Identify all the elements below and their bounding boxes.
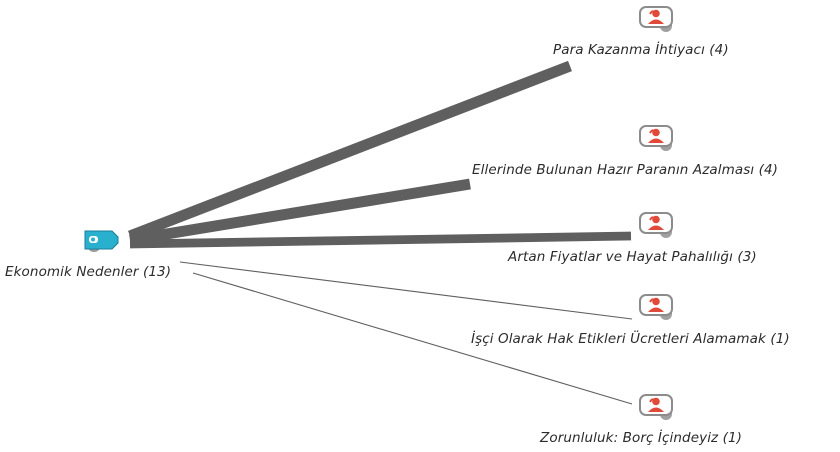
edges-group bbox=[128, 60, 633, 405]
child-node-4[interactable] bbox=[638, 292, 678, 322]
child-node-3[interactable] bbox=[638, 210, 678, 240]
child-label-1: Para Kazanma İhtiyacı (4) bbox=[553, 42, 729, 58]
child-node-2[interactable] bbox=[638, 123, 678, 153]
edge-2 bbox=[129, 178, 471, 246]
tag-code-icon bbox=[84, 230, 119, 252]
root-node[interactable] bbox=[80, 226, 124, 254]
child-node-1[interactable] bbox=[638, 4, 678, 34]
person-card-icon bbox=[639, 294, 673, 320]
child-label-5: Zorunluluk: Borç İçindeyiz (1) bbox=[540, 430, 743, 446]
person-card-icon bbox=[639, 6, 673, 32]
edge-3 bbox=[129, 231, 632, 249]
root-label: Ekonomik Nedenler (13) bbox=[5, 264, 172, 280]
edge-5 bbox=[192, 272, 633, 405]
person-card-icon bbox=[639, 125, 673, 151]
child-label-3: Artan Fiyatlar ve Hayat Pahalılığı (3) bbox=[508, 249, 757, 265]
person-card-icon bbox=[639, 212, 673, 238]
edge-4 bbox=[179, 261, 633, 320]
person-card-icon bbox=[639, 394, 673, 420]
edge-1 bbox=[128, 60, 572, 242]
child-label-2: Ellerinde Bulunan Hazır Paranın Azalması… bbox=[472, 162, 779, 178]
child-node-5[interactable] bbox=[638, 392, 678, 422]
child-label-4: İşçi Olarak Hak Etikleri Ücretleri Alama… bbox=[471, 331, 790, 347]
